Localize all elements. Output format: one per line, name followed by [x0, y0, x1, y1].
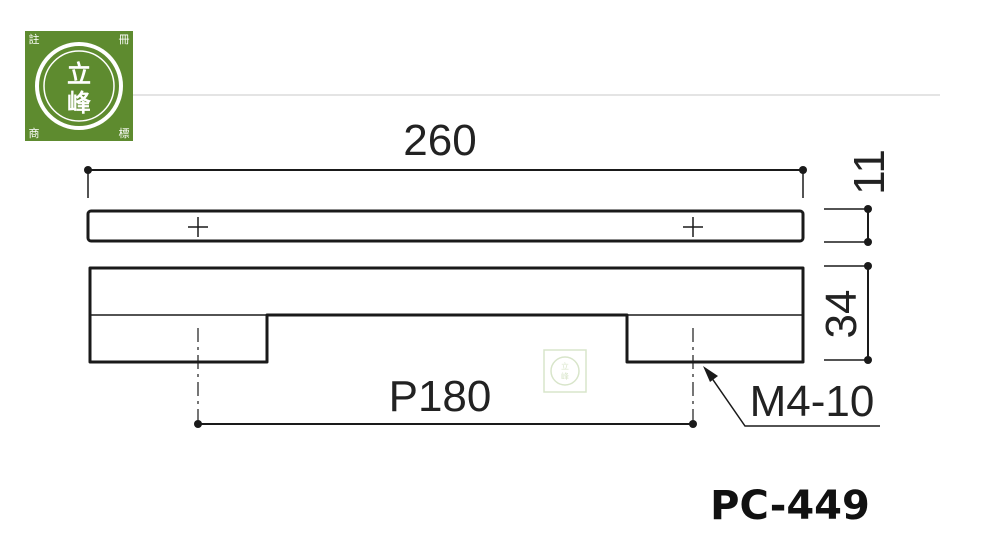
pitch-label: P180: [389, 372, 492, 421]
brand-logo: 註 冊 商 標 立 峰: [25, 31, 133, 141]
model-number: PC-449: [710, 483, 870, 529]
screw-arrowhead: [703, 366, 718, 382]
top-bar-height-label: 11: [845, 149, 894, 195]
logo-char-bottom: 峰: [67, 88, 91, 117]
logo-corner-tl: 註: [29, 33, 40, 46]
watermark-char-top: 立: [561, 361, 569, 371]
hole-mark-left: [188, 217, 208, 237]
hole-mark-right: [683, 217, 703, 237]
logo-char-top: 立: [67, 59, 91, 88]
logo-corner-bl: 商: [29, 126, 40, 140]
pitch-dimension: [194, 420, 697, 428]
length-dimension: [84, 166, 807, 198]
hole-centerlines: [197, 328, 694, 424]
top-view-bar: [86, 209, 805, 243]
logo-corner-br: 標: [119, 126, 130, 140]
overall-length-label: 260: [403, 116, 476, 165]
body-height-label: 34: [817, 290, 866, 339]
screw-label: M4-10: [750, 377, 875, 426]
screw-leader: [708, 373, 880, 427]
height-dimensions: [824, 205, 872, 364]
watermark-logo: 立 峰: [543, 349, 587, 393]
watermark-char-bottom: 峰: [561, 371, 569, 381]
logo-corner-tr: 冊: [119, 33, 130, 46]
